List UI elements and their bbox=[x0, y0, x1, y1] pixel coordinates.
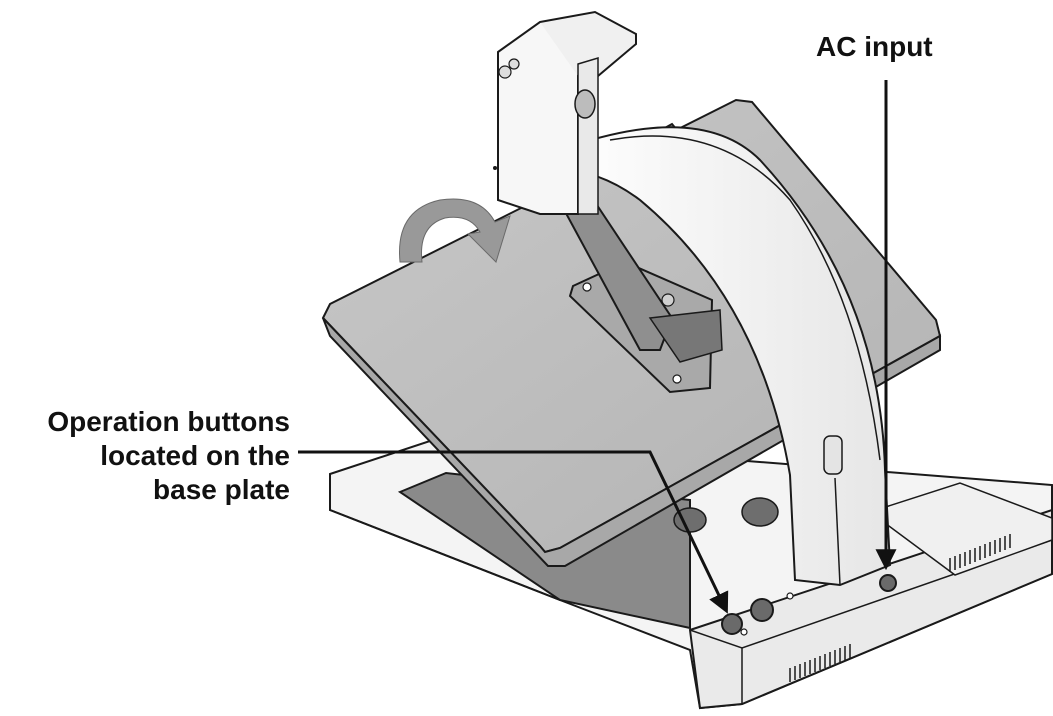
arm-knob bbox=[823, 435, 843, 475]
ac-input-label: AC input bbox=[816, 31, 933, 62]
vent-slots-right bbox=[949, 534, 1011, 572]
rotation-arrow bbox=[399, 198, 511, 263]
operation-buttons-label-line-3: base plate bbox=[153, 474, 290, 505]
leader-line-operation-buttons bbox=[298, 450, 729, 614]
camera-head bbox=[493, 10, 637, 215]
ac-input-jack bbox=[879, 574, 897, 592]
operation-buttons-label-line-1: Operation buttons bbox=[47, 406, 290, 437]
operation-buttons-label-line-2: located on the bbox=[100, 440, 290, 471]
vent-slots-front bbox=[789, 644, 851, 682]
operation-buttons-label: Operation buttons located on the base pl… bbox=[0, 405, 290, 507]
operation-buttons bbox=[721, 592, 794, 636]
